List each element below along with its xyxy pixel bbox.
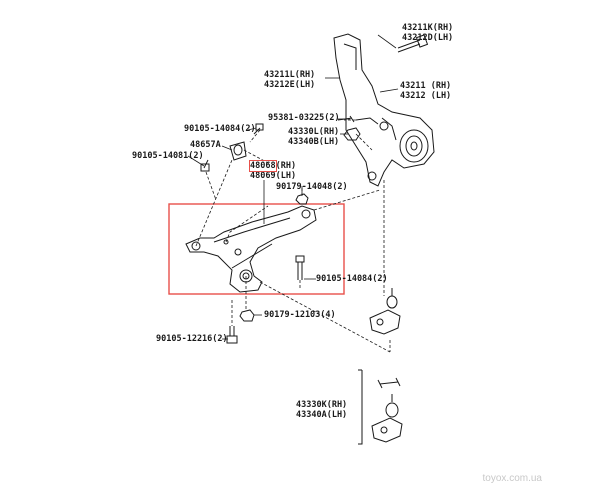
label-43211k: 43211K(RH) 43212D(LH) bbox=[402, 23, 454, 43]
leader-lines bbox=[187, 34, 399, 340]
label-95381: 95381-03225(2) bbox=[268, 113, 340, 123]
label-48068[interactable]: 48068(RH) 48069(LH) bbox=[249, 160, 297, 181]
label-90179-14048: 90179-14048(2) bbox=[276, 182, 348, 192]
assembly-bracket bbox=[358, 369, 363, 445]
watermark: toyox.com.ua bbox=[482, 473, 542, 484]
label-43211l: 43211L(RH) 43212E(LH) bbox=[264, 70, 316, 90]
label-90105-14084-mid: 90105-14084(2) bbox=[316, 274, 388, 284]
label-90179-12103: 90179-12103(4) bbox=[264, 310, 336, 320]
steering-knuckle bbox=[333, 33, 435, 187]
lower-bolt bbox=[226, 326, 238, 344]
label-48068-number[interactable]: 48068 bbox=[249, 160, 277, 172]
label-43330l: 43330L(RH) 43340B(LH) bbox=[288, 127, 340, 147]
ball-joint-assembly bbox=[371, 377, 403, 443]
label-90105-14084-top: 90105-14084(2) bbox=[184, 124, 256, 134]
label-90105-14081: 90105-14081(2) bbox=[132, 151, 204, 161]
ball-joint-nut-small bbox=[239, 309, 255, 322]
arm-bolt bbox=[295, 255, 305, 280]
knuckle-bolt bbox=[397, 34, 429, 53]
label-90105-12216: 90105-12216(2) bbox=[156, 334, 228, 344]
label-43211: 43211 (RH) 43212 (LH) bbox=[400, 81, 452, 101]
highlight-box bbox=[168, 203, 345, 295]
arm-nut bbox=[295, 193, 309, 205]
lower-control-arm bbox=[185, 205, 317, 293]
ball-joint-nut bbox=[343, 127, 361, 141]
guide-lines bbox=[195, 119, 391, 353]
ball-joint bbox=[369, 288, 401, 335]
label-43330k: 43330K(RH) 43340A(LH) bbox=[296, 400, 348, 420]
label-48657a: 48657A bbox=[190, 140, 221, 150]
